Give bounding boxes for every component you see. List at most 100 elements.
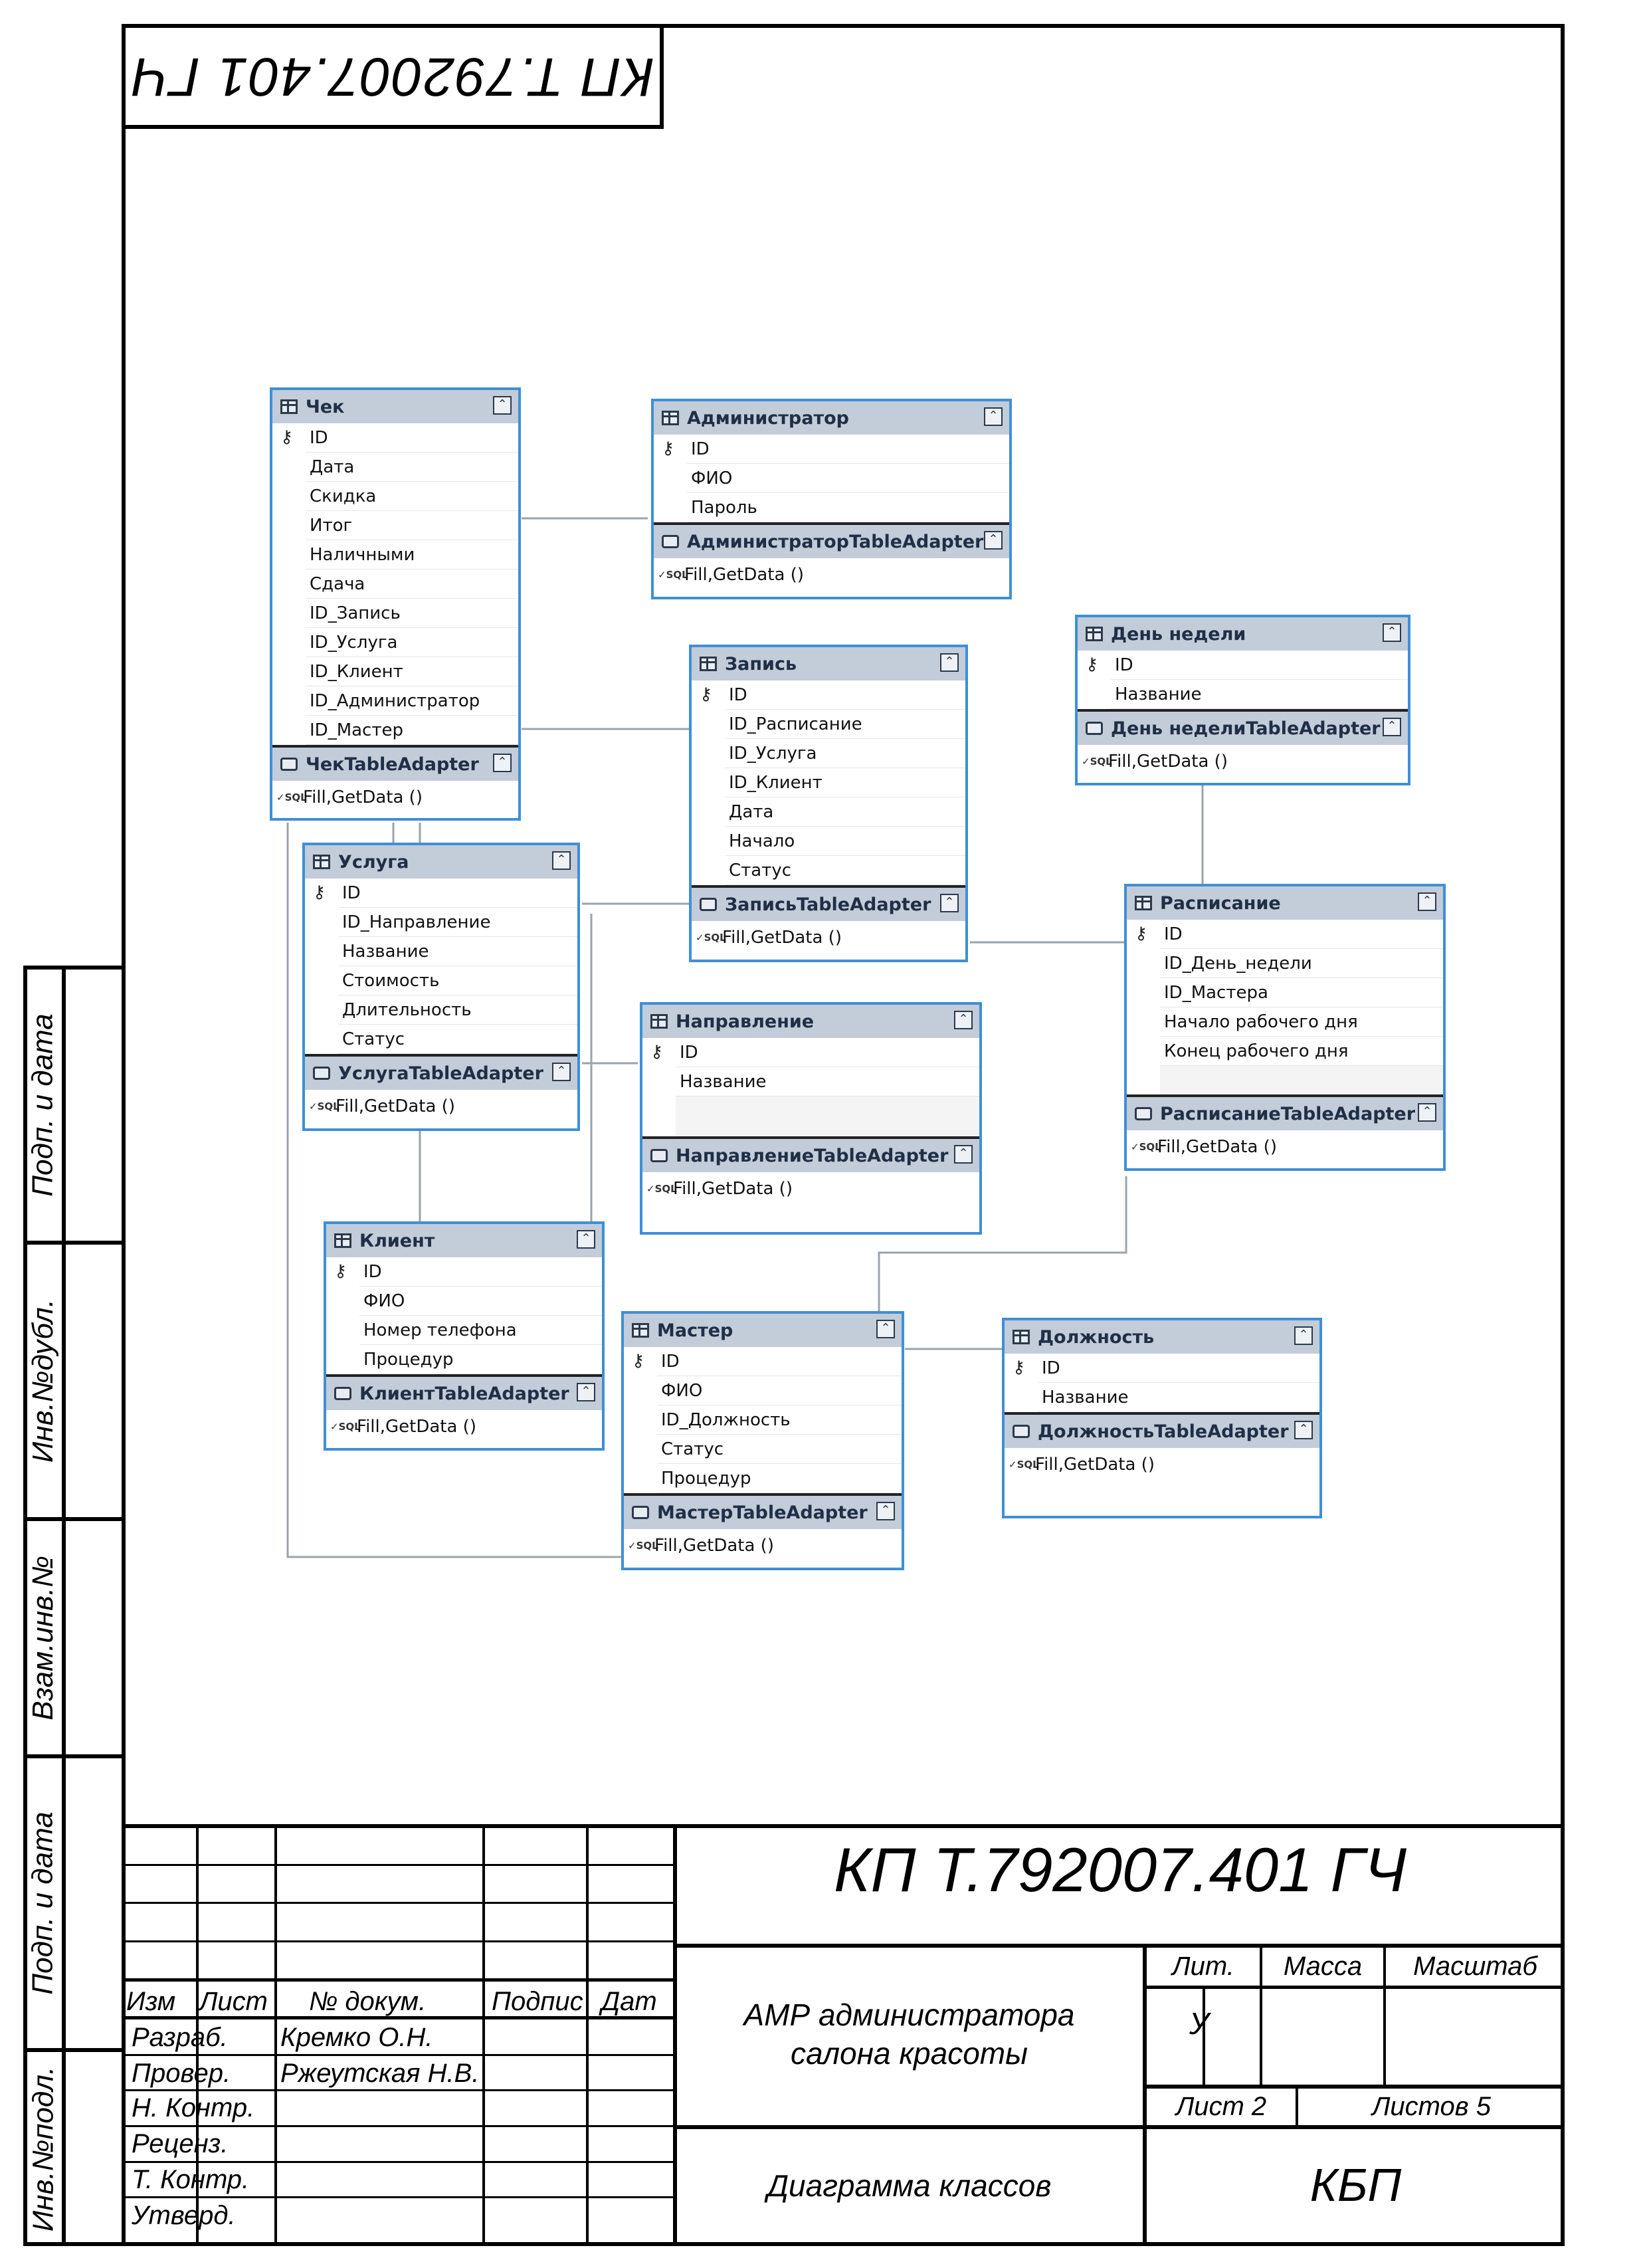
field-row: Статус: [657, 1435, 902, 1464]
field-row: ID_Администратор: [306, 686, 518, 716]
adapter-icon: [700, 898, 717, 911]
collapse-icon[interactable]: ⌃: [954, 1145, 973, 1164]
collapse-icon[interactable]: ⌃: [940, 653, 959, 672]
tb-vrule: [196, 1824, 199, 2246]
tb-rule: [676, 2125, 1565, 2129]
field-row: ID_Запись: [306, 599, 518, 628]
tb-rule: [1145, 2085, 1565, 2089]
class-header: День недели ⌃: [1078, 617, 1408, 651]
side-strip-rule: [23, 1241, 122, 1245]
class-schedule[interactable]: Расписание ⌃ ⚷ID ID_День_недели ID_Масте…: [1124, 884, 1446, 1171]
adapter-header: УслугаTableAdapter ⌃: [305, 1054, 577, 1090]
adapter-icon: [1013, 1425, 1030, 1438]
table-icon: [662, 411, 679, 425]
class-header: Клиент ⌃: [326, 1224, 602, 1257]
sql-icon: ✓SQL: [646, 1183, 677, 1195]
collapse-icon[interactable]: ⌃: [876, 1320, 895, 1338]
header-izm: Изм: [126, 1987, 176, 2016]
sql-icon: ✓SQL: [276, 791, 307, 803]
key-icon: ⚷: [662, 439, 675, 459]
collapse-icon[interactable]: ⌃: [1294, 1326, 1313, 1345]
class-header: Услуга ⌃: [305, 845, 577, 878]
adapter-header: НаправлениеTableAdapter ⌃: [642, 1136, 979, 1172]
key-icon: ⚷: [313, 882, 326, 902]
class-record[interactable]: Запись ⌃ ⚷ID ID_Расписание ID_Услуга ID_…: [689, 645, 968, 962]
tb-vrule: [586, 1824, 589, 2246]
collapse-icon[interactable]: ⌃: [1418, 892, 1436, 911]
collapse-icon[interactable]: ⌃: [1383, 623, 1401, 642]
collapse-icon[interactable]: ⌃: [493, 754, 512, 772]
collapse-icon[interactable]: ⌃: [954, 1011, 973, 1029]
class-title: Чек: [306, 396, 345, 417]
field-row: ⚷ID: [1086, 651, 1408, 680]
side-strip: [23, 966, 122, 2246]
collapse-icon[interactable]: ⌃: [1418, 1103, 1436, 1122]
field-row: Название: [1111, 680, 1408, 709]
collapse-icon[interactable]: ⌃: [552, 1063, 571, 1081]
mass-label: Масса: [1283, 1952, 1363, 1981]
field-row: ID_Клиент: [725, 768, 965, 797]
key-icon: ⚷: [700, 684, 713, 704]
class-title: Услуга: [338, 851, 409, 873]
project-title-line-1: АМР администратора: [743, 1998, 1075, 2032]
field-row: ID_Услуга: [725, 739, 965, 768]
adapter-icon: [632, 1506, 649, 1519]
sql-icon: ✓SQL: [309, 1100, 339, 1112]
adapter-header: ДолжностьTableAdapter ⌃: [1005, 1412, 1319, 1448]
field-row: Наличными: [306, 540, 518, 569]
class-title: Мастер: [657, 1320, 733, 1341]
class-weekday[interactable]: День недели ⌃ ⚷ID Название День неделиTa…: [1075, 615, 1410, 785]
tb-vrule: [482, 1824, 485, 2246]
role-checker: Провер.: [132, 2059, 231, 2088]
class-header: Администратор ⌃: [654, 401, 1009, 435]
collapse-icon[interactable]: ⌃: [493, 396, 512, 415]
collapse-icon[interactable]: ⌃: [1294, 1421, 1313, 1439]
field-row: Дата: [306, 453, 518, 482]
field-row: ⚷ID: [1135, 920, 1443, 949]
field-row: Сдача: [306, 569, 518, 599]
adapter-icon: [662, 535, 679, 548]
name-checker: Ржеутская Н.В.: [280, 2059, 480, 2088]
table-icon: [280, 399, 298, 414]
tb-rule: [122, 1902, 676, 1904]
collapse-icon[interactable]: ⌃: [876, 1502, 895, 1520]
class-check[interactable]: Чек ⌃ ⚷ID Дата Скидка Итог Наличными Сда…: [270, 387, 521, 821]
class-service[interactable]: Услуга ⌃ ⚷ID ID_Направление Название Сто…: [302, 843, 580, 1131]
adapter-header: ЧекTableAdapter ⌃: [272, 745, 518, 781]
collapse-icon[interactable]: ⌃: [577, 1230, 595, 1249]
collapse-icon[interactable]: ⌃: [552, 851, 571, 870]
class-admin[interactable]: Администратор ⌃ ⚷ID ФИО Пароль Администр…: [651, 399, 1012, 599]
header-sign: Подпис: [492, 1987, 583, 2016]
key-icon: ⚷: [280, 427, 294, 447]
collapse-icon[interactable]: ⌃: [1383, 718, 1401, 736]
field-row: Скидка: [306, 482, 518, 511]
collapse-icon[interactable]: ⌃: [940, 894, 959, 912]
adapter-icon: [280, 758, 298, 771]
role-tech-control: Т. Контр.: [132, 2165, 250, 2194]
field-row: Название: [338, 937, 577, 966]
drawing-frame: [122, 24, 1565, 2246]
class-direction[interactable]: Направление ⌃ ⚷ID Название НаправлениеTa…: [640, 1002, 982, 1235]
field-row: Статус: [725, 856, 965, 885]
field-row: ID_Мастера: [1160, 978, 1443, 1007]
tb-vrule: [1143, 1944, 1147, 2246]
field-row: Конец рабочего дня: [1160, 1037, 1443, 1066]
class-header: Чек ⌃: [272, 390, 518, 423]
field-row: ⚷ID: [334, 1257, 602, 1287]
class-position[interactable]: Должность ⌃ ⚷ID Название ДолжностьTableA…: [1002, 1318, 1322, 1518]
class-client[interactable]: Клиент ⌃ ⚷ID ФИО Номер телефона Процедур…: [324, 1221, 605, 1451]
class-title: Запись: [725, 653, 797, 674]
class-title: Администратор: [687, 407, 849, 429]
tb-vrule: [1383, 1944, 1386, 2087]
tb-rule: [122, 2125, 676, 2127]
field-row: Стоимость: [338, 966, 577, 995]
class-master[interactable]: Мастер ⌃ ⚷ID ФИО ID_Должность Статус Про…: [621, 1311, 904, 1570]
side-strip-rule: [23, 2048, 122, 2052]
collapse-icon[interactable]: ⌃: [984, 407, 1003, 426]
field-row: Процедур: [657, 1464, 902, 1493]
collapse-icon[interactable]: ⌃: [577, 1383, 595, 1401]
collapse-icon[interactable]: ⌃: [984, 531, 1003, 550]
field-row: Итог: [306, 511, 518, 540]
field-row: Название: [676, 1067, 979, 1096]
